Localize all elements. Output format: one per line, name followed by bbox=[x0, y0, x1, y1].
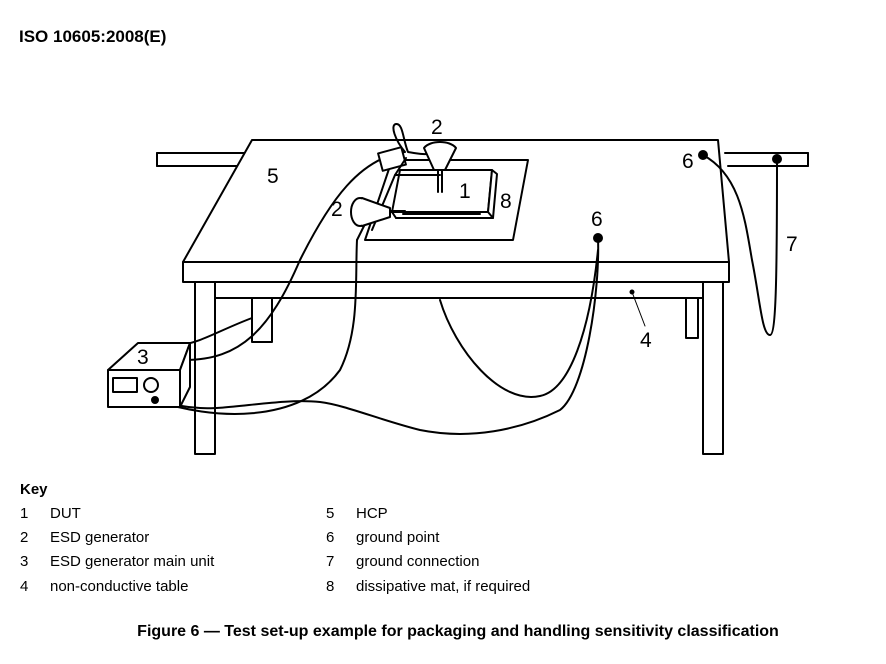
key-label: DUT bbox=[50, 505, 81, 522]
document-header: ISO 10605:2008(E) bbox=[19, 27, 167, 46]
key-number: 1 bbox=[20, 505, 29, 522]
key-number: 4 bbox=[20, 578, 29, 595]
key-label: ground connection bbox=[356, 553, 480, 570]
figure-caption: Figure 6 — Test set-up example for packa… bbox=[137, 623, 779, 640]
callout-6-table: 6 bbox=[591, 208, 603, 231]
key-number: 3 bbox=[20, 553, 29, 570]
callout-8: 8 bbox=[500, 190, 512, 213]
callout-7: 7 bbox=[786, 233, 798, 256]
callout-labels: 1 2 2 3 4 5 6 6 7 8 bbox=[137, 116, 798, 369]
upper-generator-cable bbox=[184, 123, 435, 361]
ground-connection-cable bbox=[702, 154, 778, 336]
ground-return-cable bbox=[154, 237, 600, 435]
key-label: non-conductive table bbox=[50, 578, 189, 595]
esd-generator-vertical bbox=[371, 141, 457, 231]
rail-connection-marker bbox=[772, 154, 782, 164]
key-label: ESD generator bbox=[50, 529, 150, 546]
callout-1: 1 bbox=[459, 180, 471, 203]
key-label: HCP bbox=[356, 505, 388, 522]
esd-generator-horizontal bbox=[350, 197, 406, 241]
key-number: 2 bbox=[20, 529, 29, 546]
callout-4: 4 bbox=[640, 329, 652, 352]
callout-2-side: 2 bbox=[331, 198, 343, 221]
ground-rail-bar bbox=[156, 152, 809, 167]
callout-5: 5 bbox=[267, 165, 279, 188]
dut-device bbox=[391, 169, 498, 219]
non-conductive-table bbox=[182, 261, 730, 455]
key-number: 7 bbox=[326, 553, 335, 570]
callout-6-corner: 6 bbox=[682, 150, 694, 173]
cable-loop bbox=[439, 249, 599, 398]
callout-3: 3 bbox=[137, 346, 149, 369]
callout-2-top: 2 bbox=[431, 116, 443, 139]
key-number: 5 bbox=[326, 505, 335, 522]
ground-point-marker bbox=[593, 233, 603, 243]
leader-line bbox=[631, 291, 646, 327]
key-title: Key bbox=[20, 481, 48, 498]
key-label: dissipative mat, if required bbox=[356, 578, 531, 595]
key-label: ground point bbox=[356, 529, 440, 546]
ground-point-marker bbox=[698, 150, 708, 160]
key-number: 6 bbox=[326, 529, 335, 546]
esd-generator-cable bbox=[154, 239, 358, 415]
key-label: ESD generator main unit bbox=[50, 553, 215, 570]
esd-main-unit bbox=[107, 342, 191, 408]
key-number: 8 bbox=[326, 578, 335, 595]
test-setup-illustration: 1 2 2 3 4 5 6 6 7 8 bbox=[107, 116, 809, 455]
